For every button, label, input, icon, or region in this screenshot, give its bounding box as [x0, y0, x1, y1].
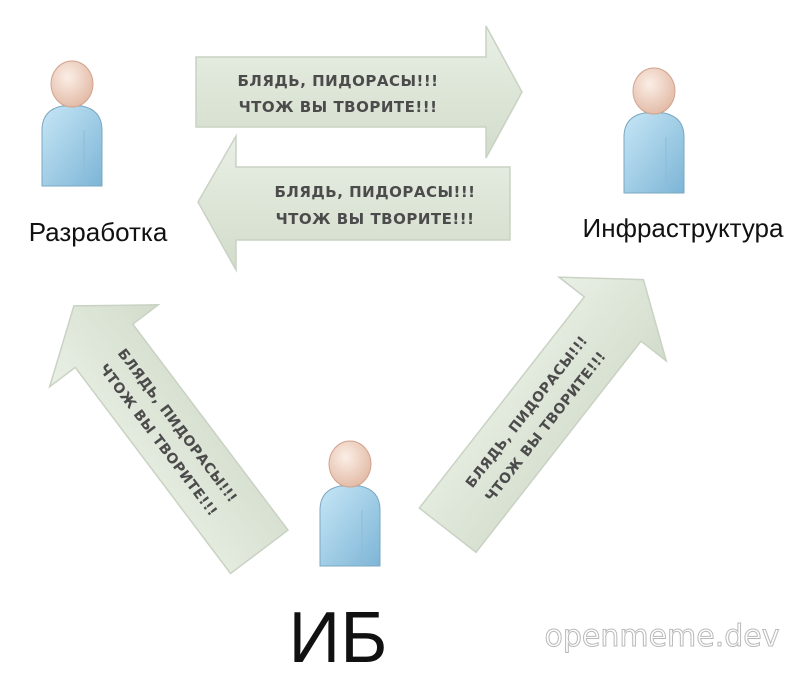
arrow-infra-to-dev: БЛЯДЬ, ПИДОРАСЫ!!! ЧТОЖ ВЫ ТВОРИТЕ!!! — [197, 133, 511, 273]
person-icon — [623, 67, 685, 194]
arrow-infra-to-dev-line2: ЧТОЖ ВЫ ТВОРИТЕ!!! — [276, 210, 475, 228]
arrow-sec-to-dev: БЛЯДЬ, ПИДОРАСЫ!!! ЧТОЖ ВЫ ТВОРИТЕ!!! — [48, 304, 290, 575]
node-label-security: ИБ — [289, 598, 388, 678]
person-icon — [319, 440, 381, 567]
arrow-dev-to-infra-line1: БЛЯДЬ, ПИДОРАСЫ!!! — [237, 72, 438, 90]
arrow-dev-to-infra-line2: ЧТОЖ ВЫ ТВОРИТЕ!!! — [239, 98, 438, 116]
watermark: openmeme.dev — [544, 619, 779, 654]
arrow-infra-to-dev-line1: БЛЯДЬ, ПИДОРАСЫ!!! — [274, 183, 475, 201]
node-label-development: Разработка — [29, 217, 168, 247]
arrow-sec-to-infra: БЛЯДЬ, ПИДОРАСЫ!!! ЧТОЖ ВЫ ТВОРИТЕ!!! — [418, 276, 668, 554]
arrow-dev-to-infra: БЛЯДЬ, ПИДОРАСЫ!!! ЧТОЖ ВЫ ТВОРИТЕ!!! — [195, 25, 523, 159]
person-icon — [41, 60, 103, 187]
node-label-infrastructure: Инфраструктура — [583, 213, 784, 243]
